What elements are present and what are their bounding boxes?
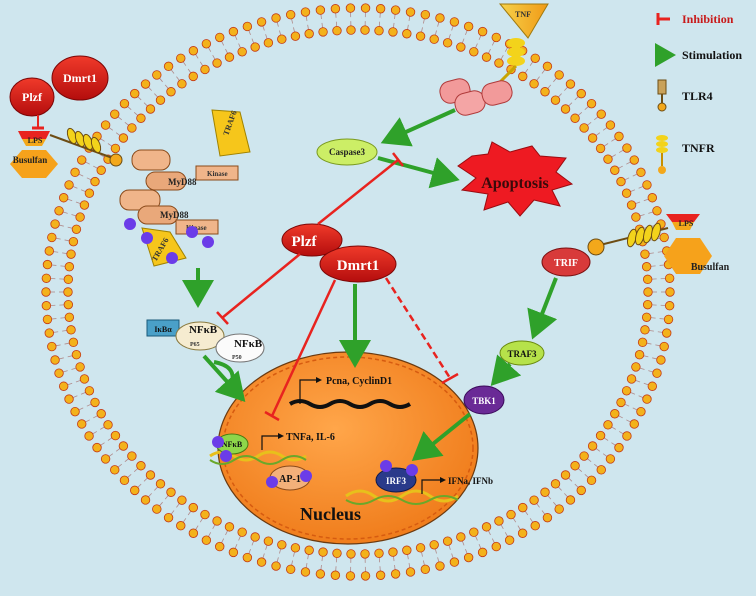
p65-label: P65 bbox=[190, 342, 200, 348]
plzf-dmrt1-center: Plzf Dmrt1 bbox=[281, 223, 397, 283]
nucleus-contents: Pcna, CyclinD1 NFκB TNFa, IL-6 AP-1 IRF3… bbox=[209, 376, 493, 524]
pcna-label: Pcna, CyclinD1 bbox=[326, 376, 392, 387]
dmrt1-center-label: Dmrt1 bbox=[337, 258, 379, 274]
trif-label: TRIF bbox=[554, 258, 578, 269]
legend-tlr4: TLR4 bbox=[682, 89, 713, 103]
tbk1-label: TBK1 bbox=[472, 396, 496, 406]
p50-label: P50 bbox=[232, 355, 242, 361]
tlr4-icon bbox=[657, 79, 667, 112]
ikba-label: IκBα bbox=[154, 325, 172, 334]
dmrt1-left-label: Dmrt1 bbox=[63, 71, 97, 85]
plzf-left-label: Plzf bbox=[22, 90, 43, 104]
myd88-top-label: MyD88 bbox=[168, 177, 197, 187]
tlr4-left bbox=[49, 127, 123, 167]
legend-stimulation: Stimulation bbox=[682, 48, 742, 62]
plzf-dmrt1-left: Plzf Dmrt1 bbox=[9, 55, 109, 130]
busulfan-left-label: Busulfan bbox=[13, 155, 48, 165]
inhibition-lines bbox=[216, 152, 459, 422]
stimulation-arrows bbox=[182, 108, 558, 462]
trif-node: TRIF bbox=[541, 247, 591, 277]
lps-busulfan-right: LPS Busulfan bbox=[587, 214, 730, 274]
nfkb-p50-label: NFκB bbox=[234, 338, 263, 350]
ifn-label: IFNa, IFNb bbox=[448, 476, 493, 486]
busulfan-right-label: Busulfan bbox=[691, 262, 730, 273]
caspase3-label: Caspase3 bbox=[329, 147, 366, 157]
lps-left-label: LPS bbox=[28, 136, 43, 145]
traf3-node: TRAF3 bbox=[499, 340, 545, 366]
lps-busulfan-left: LPS Busulfan bbox=[10, 127, 123, 178]
legend: Inhibition Stimulation TLR4 TNFR bbox=[655, 12, 742, 174]
nfkb-complex: IκBα NFκB P65 NFκB P50 bbox=[146, 319, 265, 363]
apoptosis-label: Apoptosis bbox=[481, 175, 549, 192]
tnf-label: TNF bbox=[515, 10, 531, 19]
traf3-label: TRAF3 bbox=[508, 349, 537, 359]
legend-inhibition: Inhibition bbox=[682, 12, 734, 26]
tnfa-label: TNFa, IL-6 bbox=[286, 432, 335, 443]
nfkb-p65-label: NFκB bbox=[189, 324, 218, 336]
nucleus-label: Nucleus bbox=[300, 504, 361, 524]
ap1-label: AP-1 bbox=[279, 474, 301, 485]
tnfr-icon bbox=[656, 135, 668, 174]
tlr4-right bbox=[587, 222, 669, 256]
lps-right-label: LPS bbox=[679, 219, 694, 228]
apoptosis-node: Apoptosis bbox=[457, 141, 574, 217]
myd88-bottom-label: MyD88 bbox=[160, 210, 189, 220]
caspase3-node: Caspase3 bbox=[316, 138, 378, 166]
plzf-center-label: Plzf bbox=[292, 234, 318, 250]
tnf-receptor: TNF bbox=[439, 3, 549, 116]
nfkb-nucleus-label: NFκB bbox=[222, 440, 243, 449]
legend-tnfr: TNFR bbox=[682, 141, 715, 155]
tbk1-node: TBK1 bbox=[463, 385, 505, 415]
myd88-traf6-complex: TRAF6 MyD88 Kinase MyD88 Kinase TRAF6 bbox=[119, 109, 251, 267]
irf3-label: IRF3 bbox=[386, 476, 406, 486]
kinase-top-label: Kinase bbox=[207, 170, 228, 178]
